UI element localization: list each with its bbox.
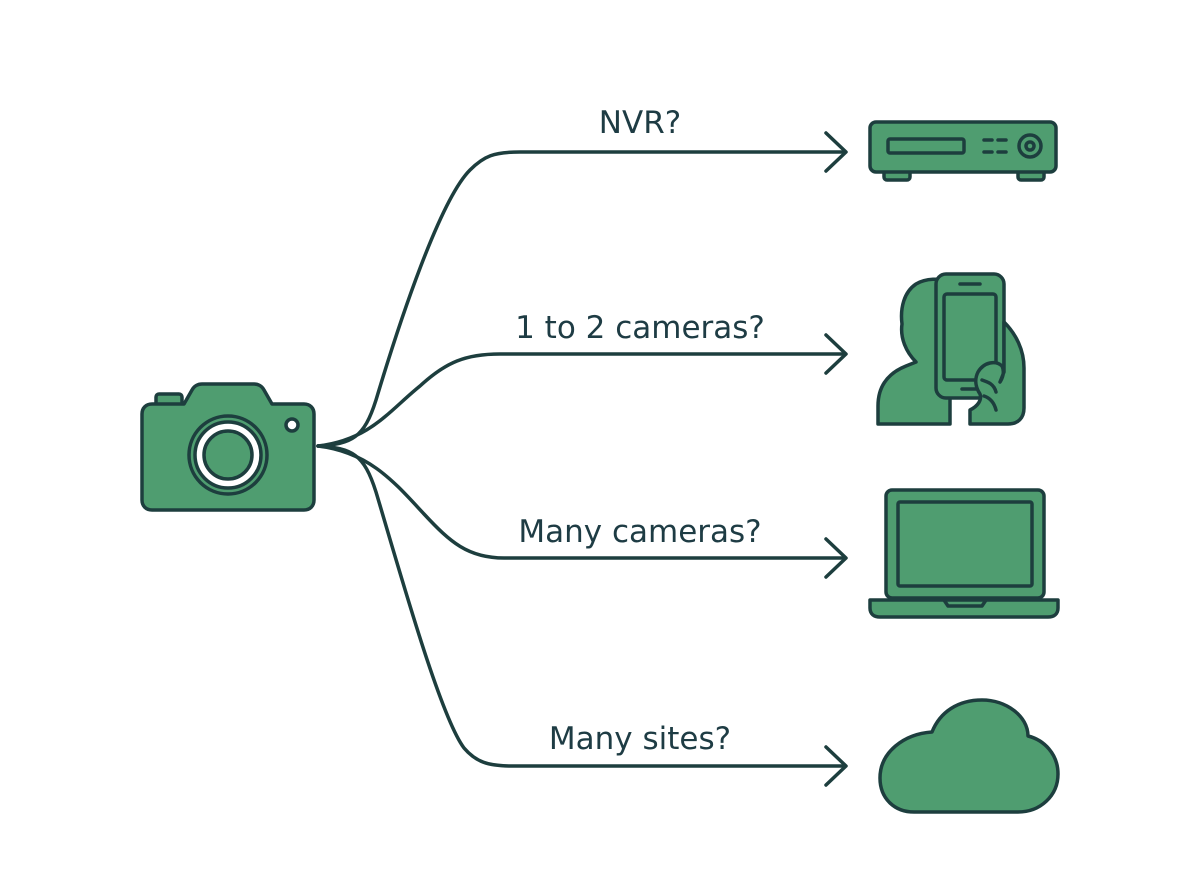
smartphone-in-hand-icon	[876, 272, 1026, 426]
camera-flash	[284, 417, 300, 433]
camera-lens-inner	[202, 429, 254, 481]
hand	[968, 320, 1026, 426]
cloud-icon	[878, 698, 1060, 814]
label-nvr: NVR?	[599, 105, 681, 141]
laptop-screen	[896, 500, 1034, 588]
arrowhead-many-sites	[824, 745, 848, 787]
laptop-trackpad-notch	[942, 598, 988, 608]
connector-1-to-2-cameras	[316, 352, 844, 448]
hand-finger-line-1	[980, 378, 998, 394]
connector-many-sites	[316, 444, 844, 768]
cloud-shape	[878, 698, 1060, 814]
label-many-cameras: Many cameras?	[518, 514, 761, 550]
person-silhouette	[876, 277, 952, 426]
label-1-to-2-cameras: 1 to 2 cameras?	[515, 310, 765, 346]
smartphone-screen	[942, 292, 998, 382]
nvr-power-knob-center	[1024, 140, 1036, 152]
arrowhead-many-cameras	[824, 537, 848, 579]
laptop-base	[868, 598, 1060, 619]
nvr-display-slot	[886, 137, 966, 155]
arrowhead-nvr	[824, 131, 848, 173]
hand-finger-line-2	[982, 394, 998, 412]
laptop-icon	[868, 488, 1060, 619]
arrowhead-1-to-2-cameras	[824, 333, 848, 375]
nvr-recorder-icon	[868, 120, 1058, 182]
camera-icon	[140, 382, 316, 512]
connectors	[316, 131, 848, 787]
label-many-sites: Many sites?	[549, 721, 731, 757]
connector-nvr	[316, 150, 844, 448]
